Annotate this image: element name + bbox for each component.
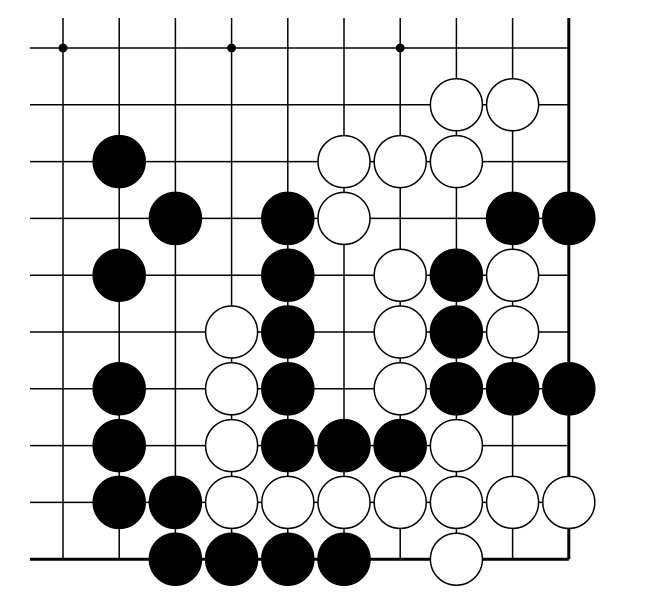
white-stone bbox=[485, 305, 540, 359]
white-stone bbox=[204, 418, 259, 473]
black-stone bbox=[92, 134, 146, 189]
white-stone bbox=[429, 475, 484, 530]
black-stone bbox=[92, 475, 146, 530]
black-stone bbox=[261, 248, 315, 302]
white-stone bbox=[485, 475, 540, 530]
black-stone bbox=[373, 418, 427, 473]
white-stone bbox=[261, 475, 315, 530]
star-points bbox=[58, 43, 405, 53]
star-point bbox=[227, 43, 237, 53]
white-stone bbox=[429, 532, 484, 586]
stones bbox=[92, 78, 596, 586]
star-point bbox=[58, 43, 68, 53]
black-stone bbox=[261, 418, 315, 473]
black-stone bbox=[429, 305, 484, 359]
black-stone bbox=[204, 532, 259, 586]
white-stone bbox=[204, 362, 259, 416]
black-stone bbox=[485, 362, 540, 416]
black-stone bbox=[148, 191, 203, 246]
black-stone bbox=[485, 191, 540, 246]
white-stone bbox=[373, 305, 427, 359]
black-stone bbox=[261, 305, 315, 359]
black-stone bbox=[261, 362, 315, 416]
black-stone bbox=[261, 532, 315, 586]
white-stone bbox=[204, 475, 259, 530]
black-stone bbox=[92, 248, 146, 302]
black-stone bbox=[92, 362, 146, 416]
white-stone bbox=[373, 248, 427, 302]
white-stone bbox=[373, 362, 427, 416]
black-stone bbox=[261, 191, 315, 246]
star-point bbox=[395, 43, 405, 53]
black-stone bbox=[317, 418, 371, 473]
white-stone bbox=[485, 248, 540, 302]
white-stone bbox=[485, 78, 540, 132]
white-stone bbox=[373, 134, 427, 189]
white-stone bbox=[317, 134, 371, 189]
black-stone bbox=[92, 418, 146, 473]
white-stone bbox=[317, 191, 371, 246]
white-stone bbox=[373, 475, 427, 530]
white-stone bbox=[204, 305, 259, 359]
black-stone bbox=[542, 191, 596, 246]
black-stone bbox=[148, 475, 203, 530]
black-stone bbox=[542, 362, 596, 416]
white-stone bbox=[542, 475, 596, 530]
white-stone bbox=[317, 475, 371, 530]
white-stone bbox=[429, 418, 484, 473]
black-stone bbox=[317, 532, 371, 586]
white-stone bbox=[429, 78, 484, 132]
white-stone bbox=[429, 134, 484, 189]
black-stone bbox=[148, 532, 203, 586]
black-stone bbox=[429, 248, 484, 302]
black-stone bbox=[429, 362, 484, 416]
